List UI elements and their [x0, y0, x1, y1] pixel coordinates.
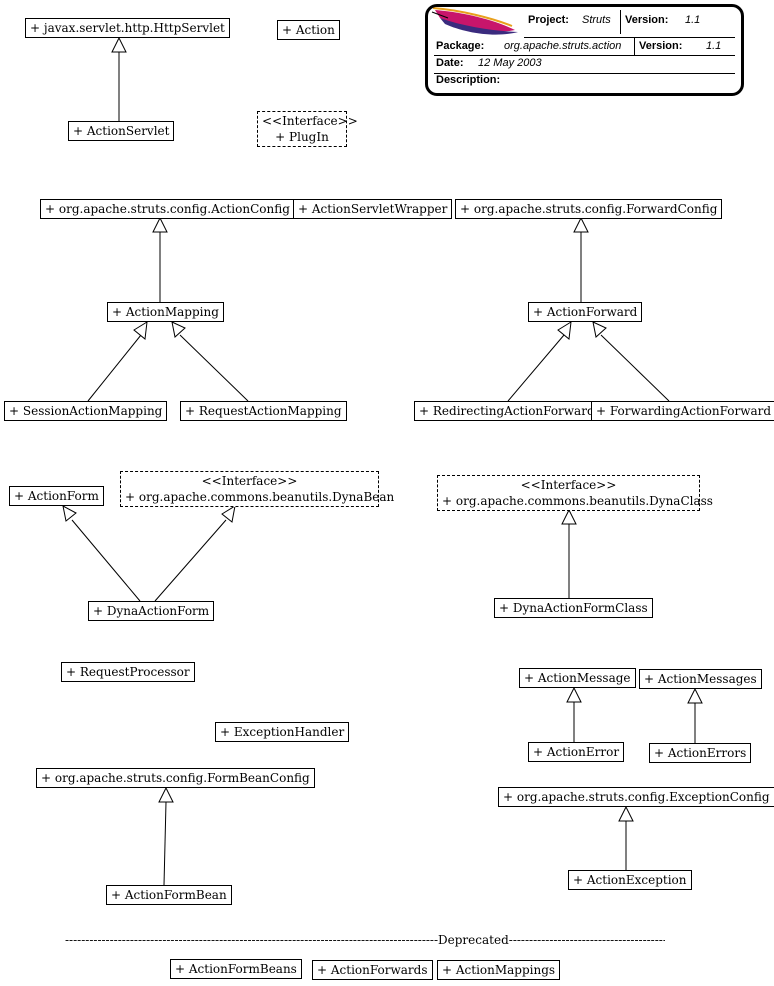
deprecated-label: Deprecated	[438, 933, 509, 947]
generalization-arrow-icon	[618, 805, 634, 822]
class-actionerror[interactable]: + ActionError	[528, 742, 625, 762]
class-actionerrors[interactable]: + ActionErrors	[649, 743, 752, 763]
class-dynaactionformclass[interactable]: + DynaActionFormClass	[494, 598, 653, 618]
stereotype-label: <<Interface>>	[201, 474, 298, 488]
stereotype-label: <<Interface>>	[262, 114, 358, 128]
date-value: 12 May 2003	[478, 57, 542, 69]
project-value: Struts	[582, 14, 611, 26]
interface-dynaclass[interactable]: <<Interface>> + org.apache.commons.beanu…	[437, 475, 713, 511]
interface-name: + PlugIn	[275, 130, 329, 144]
class-formbeanconfig[interactable]: + org.apache.struts.config.FormBeanConfi…	[36, 768, 315, 788]
class-actionservlet[interactable]: + ActionServlet	[68, 121, 175, 141]
stereotype-label: <<Interface>>	[520, 478, 617, 492]
dashes-right: ----------------------------------------…	[508, 933, 665, 947]
generalization-arrow-icon	[561, 508, 577, 525]
class-forwardingactionforward[interactable]: + ForwardingActionForward	[591, 401, 774, 421]
package-version-value: 1.1	[706, 40, 722, 52]
class-actionmappings[interactable]: + ActionMappings	[437, 960, 561, 980]
class-actionservletwrapper[interactable]: + ActionServletWrapper	[293, 199, 453, 219]
class-actionexception[interactable]: + ActionException	[568, 870, 692, 890]
interface-plugin[interactable]: <<Interface>> + PlugIn	[257, 111, 358, 147]
generalization-arrow-icon	[171, 321, 186, 338]
class-actionformbeans[interactable]: + ActionFormBeans	[170, 959, 302, 979]
package-value: org.apache.struts.action	[504, 40, 622, 52]
interface-name: + org.apache.commons.beanutils.DynaBean	[125, 490, 395, 504]
generalization-arrow-icon	[152, 216, 168, 233]
generalization-arrow-icon	[62, 505, 77, 522]
project-row: Project: Struts Version: 1.1	[524, 7, 735, 38]
apache-feather-logo	[431, 7, 518, 35]
cell-divider	[620, 10, 621, 34]
interface-dynabean[interactable]: <<Interface>> + org.apache.commons.beanu…	[120, 471, 395, 507]
class-actionformbean[interactable]: + ActionFormBean	[106, 885, 232, 905]
class-actionforwards[interactable]: + ActionForwards	[312, 960, 433, 980]
deprecated-separator: ----------------------------------------…	[65, 933, 665, 947]
class-httpservlet[interactable]: + javax.servlet.http.HttpServlet	[25, 18, 230, 38]
generalization-arrow-icon	[566, 686, 582, 703]
class-forwardconfig[interactable]: + org.apache.struts.config.ForwardConfig	[455, 199, 723, 219]
class-actionmessage[interactable]: + ActionMessage	[519, 668, 636, 688]
project-label: Project:	[528, 14, 569, 26]
class-exceptionconfig[interactable]: + org.apache.struts.config.ExceptionConf…	[498, 787, 774, 807]
generalization-arrow-icon	[687, 687, 703, 704]
dashes-left: ----------------------------------------…	[65, 933, 439, 947]
class-exceptionhandler[interactable]: + ExceptionHandler	[215, 722, 350, 742]
version-value: 1.1	[685, 14, 701, 26]
date-label: Date:	[436, 57, 464, 69]
generalization-arrow-icon	[573, 216, 589, 233]
class-sessionactionmapping[interactable]: + SessionActionMapping	[4, 401, 168, 421]
generalization-arrow-icon	[111, 36, 127, 53]
class-requestprocessor[interactable]: + RequestProcessor	[61, 662, 195, 682]
class-actionmessages[interactable]: + ActionMessages	[639, 669, 762, 689]
cell-divider	[634, 37, 635, 55]
class-dynaactionform[interactable]: + DynaActionForm	[88, 601, 215, 621]
class-actionconfig[interactable]: + org.apache.struts.config.ActionConfig	[40, 199, 295, 219]
generalization-arrow-icon	[557, 321, 572, 340]
version-label: Version:	[625, 14, 669, 26]
generalization-arrow-icon	[592, 321, 607, 338]
date-row: Date: 12 May 2003	[434, 55, 735, 74]
generalization-arrow-icon	[158, 786, 174, 803]
package-row: Package: org.apache.struts.action Versio…	[434, 37, 735, 56]
project-info-box: Project: Struts Version: 1.1 Package: or…	[425, 4, 744, 96]
interface-name: + org.apache.commons.beanutils.DynaClass	[442, 494, 713, 508]
package-label: Package:	[436, 40, 485, 52]
generalization-arrow-icon	[221, 504, 236, 523]
description-label: Description:	[436, 74, 501, 86]
class-requestactionmapping[interactable]: + RequestActionMapping	[180, 401, 347, 421]
package-version-label: Version:	[639, 40, 683, 52]
generalization-arrow-icon	[133, 321, 148, 340]
class-action[interactable]: + Action	[277, 20, 340, 40]
class-redirectingactionforward[interactable]: + RedirectingActionForward	[414, 401, 600, 421]
class-actionforward[interactable]: + ActionForward	[528, 302, 643, 322]
class-actionform[interactable]: + ActionForm	[9, 486, 104, 506]
class-actionmapping[interactable]: + ActionMapping	[107, 302, 224, 322]
